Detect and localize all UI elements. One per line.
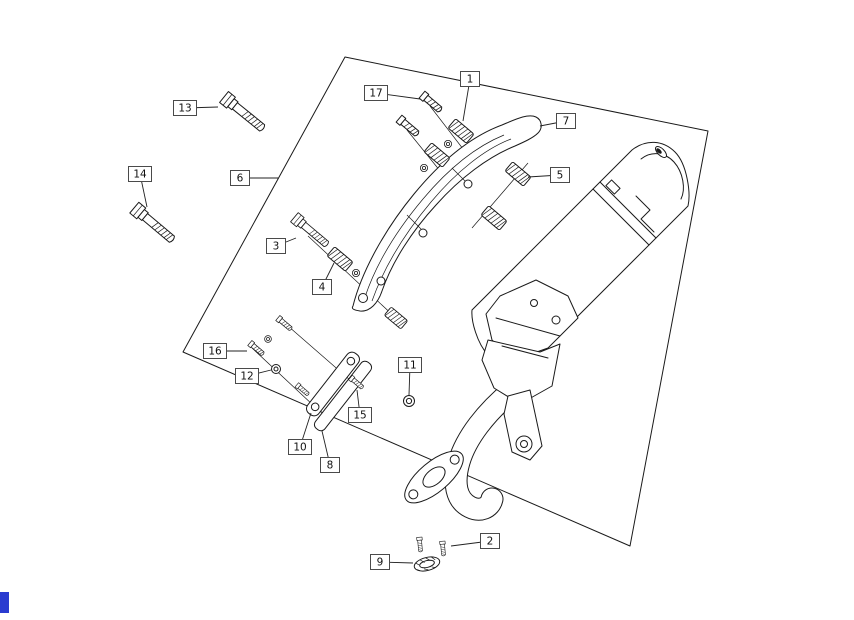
- callout-number-3: 3: [273, 241, 280, 253]
- washer: [264, 335, 272, 343]
- washer: [419, 163, 429, 173]
- callout-box-7: [556, 113, 576, 129]
- callout-box-3: [266, 238, 286, 254]
- screw-16b: [275, 315, 294, 333]
- callout-box-13: [173, 100, 197, 116]
- hex-bolt-13: [219, 91, 269, 135]
- callout-number-7: 7: [563, 116, 570, 128]
- callout-number-14: 14: [133, 169, 147, 181]
- spring-5a: [504, 161, 532, 187]
- exhaust-outlet: [656, 148, 662, 154]
- spring-5b: [480, 205, 508, 231]
- callout-box-1: [460, 71, 480, 87]
- callout-box-16: [203, 343, 227, 359]
- support-strip: [313, 360, 373, 432]
- corner-marker: [0, 592, 9, 613]
- callout-number-17: 17: [369, 88, 382, 100]
- callout-number-10: 10: [293, 442, 306, 454]
- callout-box-2: [480, 533, 500, 549]
- callout-box-6: [230, 170, 250, 186]
- callout-box-14: [128, 166, 152, 182]
- exhaust-flange: [404, 450, 464, 504]
- mounting-plate: [306, 351, 360, 417]
- header-pipe: [444, 378, 525, 521]
- mounting-bracket: [481, 279, 579, 461]
- screw: [294, 382, 311, 398]
- callout-number-13: 13: [178, 103, 191, 115]
- spring-1a: [447, 118, 475, 144]
- callout-box-15: [348, 407, 372, 423]
- flange-bolt-2a: [416, 536, 424, 553]
- bolt-3: [290, 212, 332, 250]
- callout-number-9: 9: [377, 557, 384, 569]
- callout-box-9: [370, 554, 390, 570]
- flange-bolt-2b: [439, 540, 447, 557]
- muffler-tab: [605, 179, 621, 195]
- callout-number-2: 2: [487, 536, 494, 548]
- callout-box-12: [235, 368, 259, 384]
- washer-12: [271, 364, 281, 374]
- callout-number-6: 6: [237, 173, 244, 185]
- callout-box-17: [364, 85, 388, 101]
- exhaust-gasket: [413, 556, 441, 572]
- screw-16a: [247, 340, 266, 358]
- callout-number-5: 5: [557, 170, 564, 182]
- spring-4: [326, 246, 354, 272]
- callout-box-10: [288, 439, 312, 455]
- diagram-border: [182, 56, 709, 547]
- callout-number-11: 11: [403, 360, 416, 372]
- washer: [351, 268, 361, 278]
- callout-number-1: 1: [467, 74, 474, 86]
- callout-box-4: [312, 279, 332, 295]
- hex-bolt-14: [129, 201, 179, 246]
- callout-number-15: 15: [353, 410, 366, 422]
- callout-number-12: 12: [240, 371, 253, 383]
- stud-17a: [418, 90, 445, 115]
- callout-number-16: 16: [208, 346, 222, 358]
- callout-number-8: 8: [327, 460, 334, 472]
- callout-box-8: [320, 457, 340, 473]
- callout-number-4: 4: [319, 282, 326, 294]
- stud-17b: [395, 114, 422, 139]
- washer: [443, 139, 453, 149]
- callout-box-5: [550, 167, 570, 183]
- callout-box-11: [398, 357, 422, 373]
- heat-shield: [351, 115, 542, 312]
- nut-11: [403, 395, 415, 407]
